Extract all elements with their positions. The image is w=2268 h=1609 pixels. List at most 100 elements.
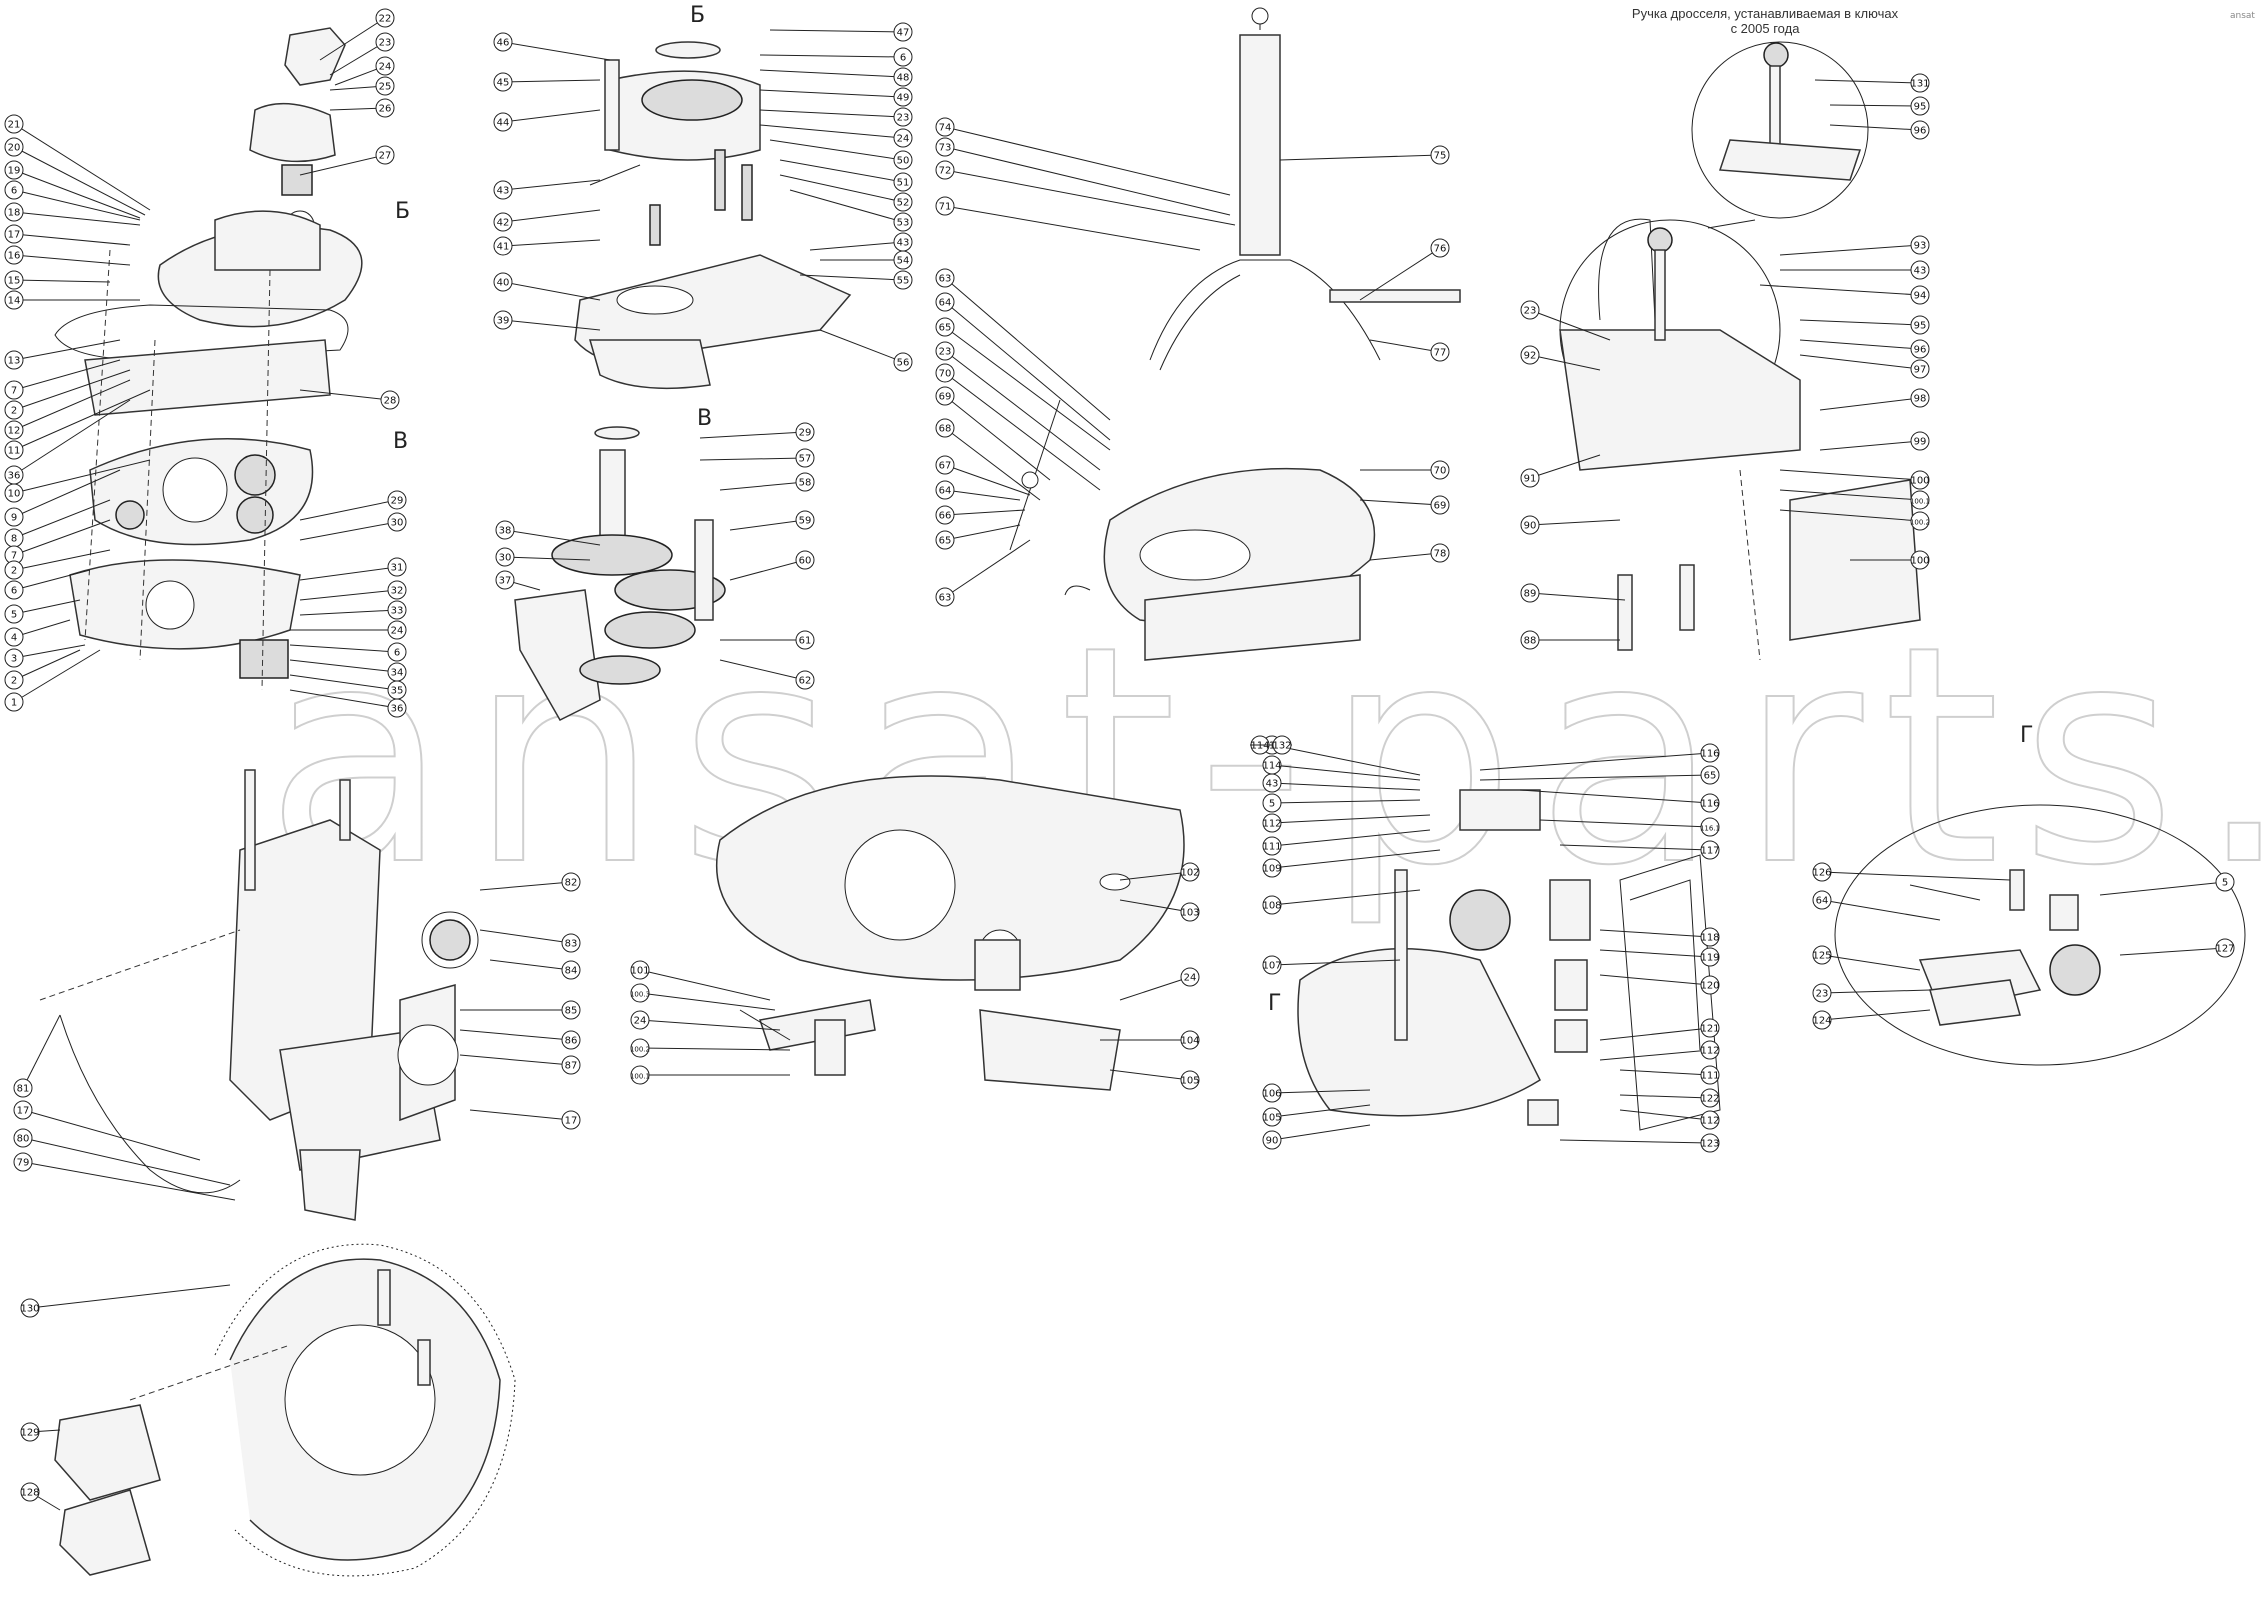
callout-leader-line xyxy=(329,41,386,76)
callout-100-1: 100.1 xyxy=(630,1065,790,1085)
callout-number: 87 xyxy=(565,1061,578,1072)
callout-number: 69 xyxy=(939,392,952,403)
callout-24: 24 xyxy=(334,56,395,86)
callout-95: 95 xyxy=(1799,315,1930,335)
callout-leader-line xyxy=(944,301,1111,441)
callout-leader-line xyxy=(289,659,398,673)
callout-number: 111 xyxy=(1700,1071,1719,1082)
callout-number: 27 xyxy=(379,151,392,162)
callout-number: 116 xyxy=(1700,799,1719,810)
callout-circle xyxy=(561,1055,581,1075)
callout-2: 2 xyxy=(4,549,111,580)
callout-leader-line xyxy=(944,205,1201,251)
callout-114: 114 xyxy=(1262,755,1421,781)
callout-circle xyxy=(387,512,407,532)
callout-22: 22 xyxy=(319,8,395,61)
callout-circle xyxy=(1520,630,1540,650)
callout-24: 24 xyxy=(290,620,407,640)
callout-circle xyxy=(4,627,24,647)
callout-23: 23 xyxy=(329,32,395,76)
callout-number: 88 xyxy=(1524,636,1537,647)
callout-circle xyxy=(1700,1040,1720,1060)
callout-leader-line xyxy=(1359,247,1441,301)
callout-number: 123 xyxy=(1700,1139,1719,1150)
callout-number: 56 xyxy=(897,358,910,369)
callout-leader-line xyxy=(769,29,904,33)
callout-circle xyxy=(1910,285,1930,305)
callout-circle xyxy=(1910,339,1930,359)
callout-107: 107 xyxy=(1262,955,1401,975)
callout-number: 35 xyxy=(391,686,404,697)
callout-118: 118 xyxy=(1599,927,1720,947)
callout-number: 89 xyxy=(1524,589,1537,600)
callout-circle xyxy=(20,1482,40,1502)
callout-leader-line xyxy=(22,1137,231,1186)
callout-circle xyxy=(1910,470,1930,490)
callout-number: 100.2 xyxy=(630,1046,650,1054)
callout-circle xyxy=(13,1128,33,1148)
callout-23: 23 xyxy=(759,107,913,127)
callout-circle xyxy=(893,47,913,67)
callout-leader-line xyxy=(759,69,904,78)
callout-43: 43 xyxy=(1262,773,1421,793)
callout-106: 106 xyxy=(1262,1083,1371,1103)
callout-leader-line xyxy=(469,1109,572,1121)
callout-leader-line xyxy=(1819,440,1921,451)
callout-28: 28 xyxy=(299,389,400,410)
callout-circle xyxy=(1180,1070,1200,1090)
callout-leader-line xyxy=(504,529,601,546)
detail-g-assembly xyxy=(1834,804,2246,1066)
callout-number: 116 xyxy=(1700,749,1719,760)
callout-circle xyxy=(495,547,515,567)
callout-70: 70 xyxy=(1360,460,1450,480)
callout-leader-line xyxy=(489,959,572,971)
callout-number: 57 xyxy=(799,454,812,465)
callout-leader-line xyxy=(13,189,141,221)
callout-number: 99 xyxy=(1914,437,1927,448)
callout-4: 4 xyxy=(4,619,71,647)
callout-leader-line xyxy=(502,239,601,247)
callout-number: 24 xyxy=(634,1016,647,1027)
callout-leader-line xyxy=(1271,829,1431,847)
callout-78: 78 xyxy=(1369,543,1450,563)
callout-circle xyxy=(375,98,395,118)
callout-circle xyxy=(1700,947,1720,967)
callout-leader-line xyxy=(1599,949,1711,958)
callout-62: 62 xyxy=(719,659,815,690)
callout-number: 91 xyxy=(1524,474,1537,485)
callout-number: 103 xyxy=(1180,908,1199,919)
callout-circle xyxy=(893,212,913,232)
callout-circle xyxy=(935,530,955,550)
callout-94: 94 xyxy=(1759,284,1930,305)
callout-leader-line xyxy=(779,159,904,183)
callout-leader-line xyxy=(1279,154,1441,161)
callout-circle xyxy=(1700,1065,1720,1085)
callout-leader-line xyxy=(13,549,111,571)
callout-leader-line xyxy=(639,992,776,1011)
callout-number: 13 xyxy=(8,356,21,367)
callout-leader-line xyxy=(1119,976,1191,1001)
callout-number: 84 xyxy=(565,966,578,977)
callout-number: 92 xyxy=(1524,351,1537,362)
callout-leader-line xyxy=(1271,744,1421,776)
callout-circle xyxy=(4,507,24,527)
callout-leader-line xyxy=(1799,354,1921,370)
callout-circle xyxy=(630,960,650,980)
callout-111: 111 xyxy=(1619,1065,1720,1085)
callout-25: 25 xyxy=(329,76,395,96)
callout-number: 95 xyxy=(1914,321,1927,332)
callout-circle xyxy=(4,350,24,370)
callout-circle xyxy=(4,648,24,668)
callout-70: 70 xyxy=(935,363,1101,491)
callout-circle xyxy=(1812,945,1832,965)
callout-circle xyxy=(1812,862,1832,882)
callout-number: 23 xyxy=(379,38,392,49)
callout-120: 120 xyxy=(1599,974,1720,995)
callout-number: 16 xyxy=(8,251,21,262)
callout-44: 44 xyxy=(493,109,601,132)
callout-leader-line xyxy=(1539,819,1711,828)
callout-number: 100.1 xyxy=(1910,498,1930,506)
callout-leader-line xyxy=(1599,974,1711,986)
callout-43: 43 xyxy=(493,179,601,200)
callout-circle xyxy=(1262,858,1282,878)
